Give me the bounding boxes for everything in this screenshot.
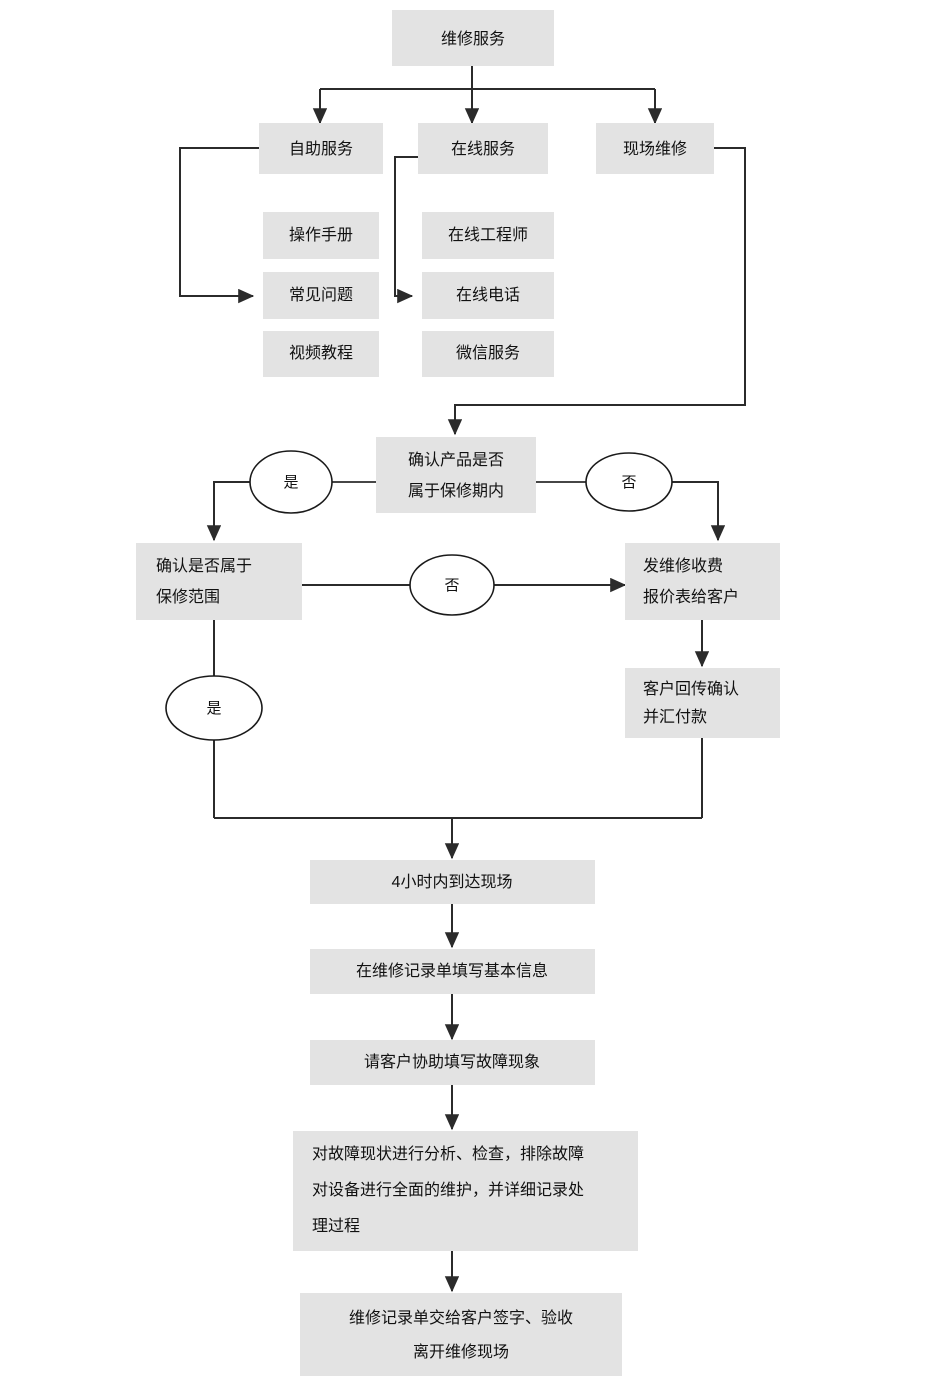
node-self-faq-label: 常见问题 <box>289 286 353 304</box>
connector-online-service-to-phone <box>394 156 418 304</box>
node-self-faq[interactable]: 常见问题 <box>263 272 379 319</box>
node-branch-onsite-service-label: 现场维修 <box>623 140 687 158</box>
node-self-manual-box[interactable] <box>263 212 379 259</box>
node-check-warranty-period[interactable]: 确认产品是否 属于保修期内 <box>376 437 536 513</box>
node-analyze-repair-line1: 对故障现状进行分析、检查，排除故障 <box>312 1145 584 1163</box>
node-branch-online-service-box[interactable] <box>418 123 548 174</box>
node-root[interactable]: 维修服务 <box>392 10 554 66</box>
node-online-wechat[interactable]: 微信服务 <box>422 331 554 377</box>
node-arrive-onsite-label: 4小时内到达现场 <box>392 873 513 891</box>
connector-onsite-to-warranty-check <box>447 147 746 436</box>
node-send-quote[interactable]: 发维修收费 报价表给客户 <box>625 543 780 620</box>
decision-warranty-scope-no-label: 否 <box>444 577 459 594</box>
node-self-video[interactable]: 视频教程 <box>263 331 379 377</box>
node-check-warranty-scope-box[interactable] <box>136 543 302 620</box>
node-online-phone[interactable]: 在线电话 <box>422 272 554 319</box>
node-check-warranty-period-box[interactable] <box>376 437 536 513</box>
node-fill-basic-info-label: 在维修记录单填写基本信息 <box>356 962 548 980</box>
node-online-wechat-label: 微信服务 <box>456 344 520 362</box>
node-signoff-leave[interactable]: 维修记录单交给客户签字、验收 离开维修现场 <box>300 1293 622 1376</box>
decision-warranty-period-no-label: 否 <box>621 474 636 491</box>
node-fill-basic-info[interactable]: 在维修记录单填写基本信息 <box>310 949 595 994</box>
node-send-quote-line2: 报价表给客户 <box>643 588 739 606</box>
node-signoff-leave-box[interactable] <box>300 1293 622 1376</box>
node-self-video-label: 视频教程 <box>289 344 353 362</box>
decision-warranty-period-yes[interactable]: 是 <box>249 450 333 514</box>
node-check-warranty-period-line2: 属于保修期内 <box>408 482 504 500</box>
node-customer-confirm-line2: 并汇付款 <box>643 708 707 726</box>
node-self-manual-label: 操作手册 <box>289 226 353 244</box>
decision-warranty-scope-no[interactable]: 否 <box>409 554 495 616</box>
decision-warranty-scope-yes-label: 是 <box>206 700 221 717</box>
node-self-manual[interactable]: 操作手册 <box>263 212 379 259</box>
node-send-quote-box[interactable] <box>625 543 780 620</box>
node-customer-confirm-box[interactable] <box>625 668 780 738</box>
node-branch-online-service[interactable]: 在线服务 <box>418 123 548 174</box>
node-arrive-onsite[interactable]: 4小时内到达现场 <box>310 860 595 904</box>
node-online-wechat-box[interactable] <box>422 331 554 377</box>
decision-warranty-scope-yes-shape[interactable] <box>165 675 263 741</box>
node-analyze-repair-line2: 对设备进行全面的维护，并详细记录处 <box>312 1181 584 1199</box>
node-self-faq-box[interactable] <box>263 272 379 319</box>
node-check-warranty-scope[interactable]: 确认是否属于 保修范围 <box>136 543 302 620</box>
node-branch-onsite-service[interactable]: 现场维修 <box>596 123 714 174</box>
node-arrive-onsite-box[interactable] <box>310 860 595 904</box>
node-branch-self-service-box[interactable] <box>259 123 383 174</box>
node-customer-fill-fault[interactable]: 请客户协助填写故障现象 <box>310 1040 595 1085</box>
decision-warranty-scope-no-shape[interactable] <box>409 554 495 616</box>
node-analyze-repair[interactable]: 对故障现状进行分析、检查，排除故障 对设备进行全面的维护，并详细记录处 理过程 <box>293 1131 638 1251</box>
node-online-engineer-box[interactable] <box>422 212 554 259</box>
node-customer-fill-fault-label: 请客户协助填写故障现象 <box>364 1053 540 1071</box>
node-analyze-repair-box[interactable] <box>293 1131 638 1251</box>
node-branch-online-service-label: 在线服务 <box>451 140 515 158</box>
node-check-warranty-scope-line2: 保修范围 <box>156 588 220 606</box>
node-branch-onsite-service-box[interactable] <box>596 123 714 174</box>
node-check-warranty-period-line1: 确认产品是否 <box>408 451 504 469</box>
node-customer-confirm[interactable]: 客户回传确认 并汇付款 <box>625 668 780 738</box>
connector-self-service-to-faq <box>179 147 259 304</box>
node-root-label: 维修服务 <box>441 30 505 48</box>
node-online-phone-label: 在线电话 <box>456 286 520 304</box>
connector-yes-to-warranty-scope <box>206 481 250 542</box>
node-online-engineer[interactable]: 在线工程师 <box>422 212 554 259</box>
node-self-video-box[interactable] <box>263 331 379 377</box>
decision-warranty-period-no[interactable]: 否 <box>585 452 673 512</box>
node-check-warranty-scope-line1: 确认是否属于 <box>156 557 252 575</box>
node-online-phone-box[interactable] <box>422 272 554 319</box>
node-branch-self-service-label: 自助服务 <box>289 140 353 158</box>
connector-layer <box>179 66 746 1293</box>
decision-warranty-period-yes-shape[interactable] <box>249 450 333 514</box>
node-signoff-leave-line2: 离开维修现场 <box>413 1343 509 1361</box>
connector-no-to-send-quote <box>672 481 726 542</box>
decision-warranty-scope-yes[interactable]: 是 <box>165 675 263 741</box>
node-signoff-leave-line1: 维修记录单交给客户签字、验收 <box>349 1309 573 1327</box>
node-fill-basic-info-box[interactable] <box>310 949 595 994</box>
node-customer-confirm-line1: 客户回传确认 <box>643 680 739 698</box>
node-send-quote-line1: 发维修收费 <box>643 557 723 575</box>
decision-warranty-period-no-shape[interactable] <box>585 452 673 512</box>
decision-warranty-period-yes-label: 是 <box>283 474 298 491</box>
node-customer-fill-fault-box[interactable] <box>310 1040 595 1085</box>
node-branch-self-service[interactable]: 自助服务 <box>259 123 383 174</box>
node-online-engineer-label: 在线工程师 <box>448 226 528 244</box>
node-root-box[interactable] <box>392 10 554 66</box>
node-analyze-repair-line3: 理过程 <box>312 1217 360 1235</box>
